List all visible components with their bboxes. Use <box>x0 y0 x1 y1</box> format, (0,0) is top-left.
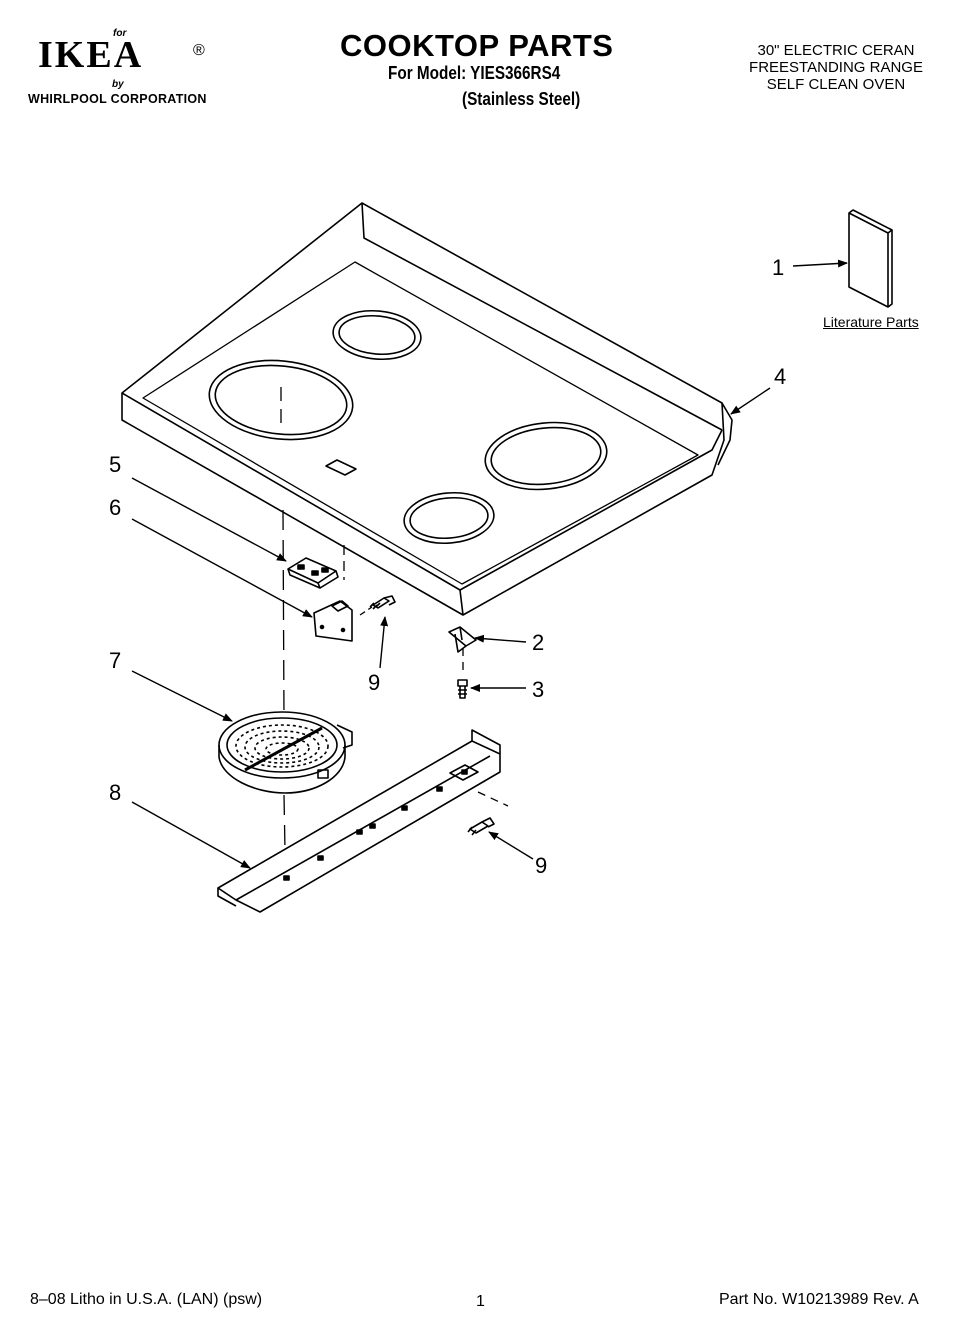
mounting-clip <box>448 626 477 653</box>
indicator-bracket <box>313 600 353 642</box>
ikea-logo: IKEA <box>38 34 144 76</box>
part-number: Part No. W10213989 Rev. A <box>719 1291 919 1308</box>
logo-corporation: WHIRLPOOL CORPORATION <box>28 92 207 106</box>
logo-for-text: for <box>113 28 127 39</box>
clip-screw <box>457 679 468 699</box>
callout-1: 1 <box>772 255 785 280</box>
description-line-1: 30" ELECTRIC CERAN <box>757 42 915 59</box>
element-support-bracket <box>217 729 501 913</box>
registered-mark: ® <box>193 42 205 59</box>
screw-upper <box>369 595 396 610</box>
cooktop <box>121 202 733 616</box>
callout-9-upper: 9 <box>368 670 381 695</box>
callout-8: 8 <box>109 780 122 805</box>
screw-lower <box>467 817 495 836</box>
literature-parts-label: Literature Parts <box>823 314 919 330</box>
product-description: 30" ELECTRIC CERAN FREESTANDING RANGE SE… <box>730 42 942 93</box>
page-title: COOKTOP PARTS <box>340 28 614 63</box>
callout-3: 3 <box>532 677 545 702</box>
description-line-2: FREESTANDING RANGE <box>749 59 923 76</box>
hot-surface-indicator <box>287 557 339 589</box>
callout-6: 6 <box>109 495 122 520</box>
finish-line: (Stainless Steel) <box>462 89 581 109</box>
logo-by-text: by <box>112 79 124 90</box>
callout-2: 2 <box>532 630 545 655</box>
radiant-surface-element <box>218 711 353 794</box>
callout-7: 7 <box>109 648 122 673</box>
callout-9-lower: 9 <box>535 853 548 878</box>
callout-5: 5 <box>109 452 122 477</box>
page-number: 1 <box>476 1293 485 1310</box>
description-line-3: SELF CLEAN OVEN <box>766 76 906 93</box>
model-line: For Model: YIES366RS4 <box>388 63 561 83</box>
literature-booklet <box>848 209 893 308</box>
print-info: 8–08 Litho in U.S.A. (LAN) (psw) <box>30 1291 263 1308</box>
callout-4: 4 <box>774 364 787 389</box>
